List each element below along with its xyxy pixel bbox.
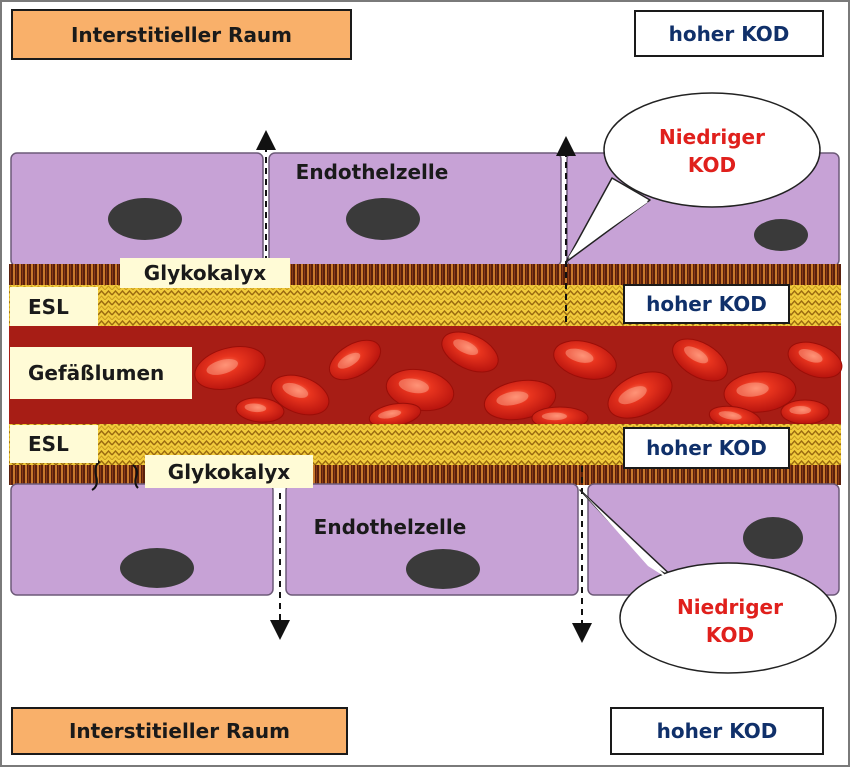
red-blood-cell-highlight — [684, 346, 709, 364]
bubble-bottom-line2: KOD — [705, 623, 755, 647]
red-blood-cell-highlight — [398, 378, 429, 394]
red-blood-cell-highlight — [496, 391, 529, 406]
red-blood-cell-highlight — [798, 349, 823, 363]
endothel-label-top: Endothelzelle — [295, 160, 449, 184]
esl-label-bottom: ESL — [10, 425, 98, 463]
bubble-top-line1: Niedriger — [659, 125, 765, 149]
speech-bubble-top — [565, 92, 821, 263]
red-blood-cell — [194, 346, 266, 390]
nucleus — [743, 517, 803, 559]
red-blood-cell-highlight — [453, 339, 479, 356]
endothel-label-bottom: Endothelzelle — [313, 515, 467, 539]
red-blood-cell-highlight — [378, 409, 402, 419]
bubble-bottom-line1: Niedriger — [677, 595, 783, 619]
red-blood-cell-highlight — [541, 412, 568, 421]
interstitial-label-bottom: Interstitieller Raum — [11, 707, 348, 755]
kod-label-esl-top: hoher KOD — [623, 284, 790, 324]
red-blood-cell — [328, 339, 382, 381]
red-blood-cell — [672, 338, 728, 382]
nucleus — [120, 548, 194, 588]
endothel-cell — [285, 483, 579, 596]
red-blood-cell — [607, 371, 673, 419]
red-blood-cell-highlight — [718, 411, 742, 420]
nucleus — [406, 549, 480, 589]
red-blood-cell — [235, 397, 285, 423]
glycocalyx-label-top: Glykokalyx — [120, 258, 290, 288]
bubble-text-bottom: Niedriger KOD — [640, 592, 820, 650]
red-blood-cell — [270, 374, 330, 416]
interstitial-label-top: Interstitieller Raum — [11, 9, 352, 60]
red-blood-cell — [787, 341, 843, 379]
speech-bubble-bottom — [579, 489, 837, 674]
bubble-top-line2: KOD — [687, 153, 737, 177]
red-blood-cell-highlight — [337, 352, 361, 369]
red-blood-cell-highlight — [206, 359, 239, 375]
red-blood-cell — [483, 379, 557, 421]
red-blood-cell — [723, 371, 797, 413]
kod-label-top-right: hoher KOD — [634, 10, 824, 57]
nucleus — [108, 198, 182, 240]
transport-arrows — [256, 130, 592, 643]
nucleus — [754, 219, 808, 251]
red-blood-cell-highlight — [244, 403, 267, 413]
lumen-label: Gefäßlumen — [10, 347, 192, 399]
esl-brace-right — [132, 464, 139, 489]
red-blood-cell-highlight — [618, 386, 647, 405]
endothel-cell — [10, 483, 274, 596]
glycocalyx-label-bottom: Glykokalyx — [145, 455, 313, 488]
red-blood-cell — [553, 340, 617, 380]
esl-label-top: ESL — [10, 287, 98, 326]
nucleus — [346, 198, 420, 240]
bubble-text-top: Niedriger KOD — [622, 122, 802, 180]
red-blood-cell-highlight — [565, 348, 594, 363]
red-blood-cell — [441, 331, 499, 373]
kod-label-bottom-right: hoher KOD — [610, 707, 824, 755]
red-blood-cell-highlight — [736, 382, 769, 397]
kod-label-esl-bottom: hoher KOD — [623, 427, 790, 469]
red-blood-cell-highlight — [789, 406, 811, 415]
red-blood-cell-highlight — [282, 382, 309, 398]
